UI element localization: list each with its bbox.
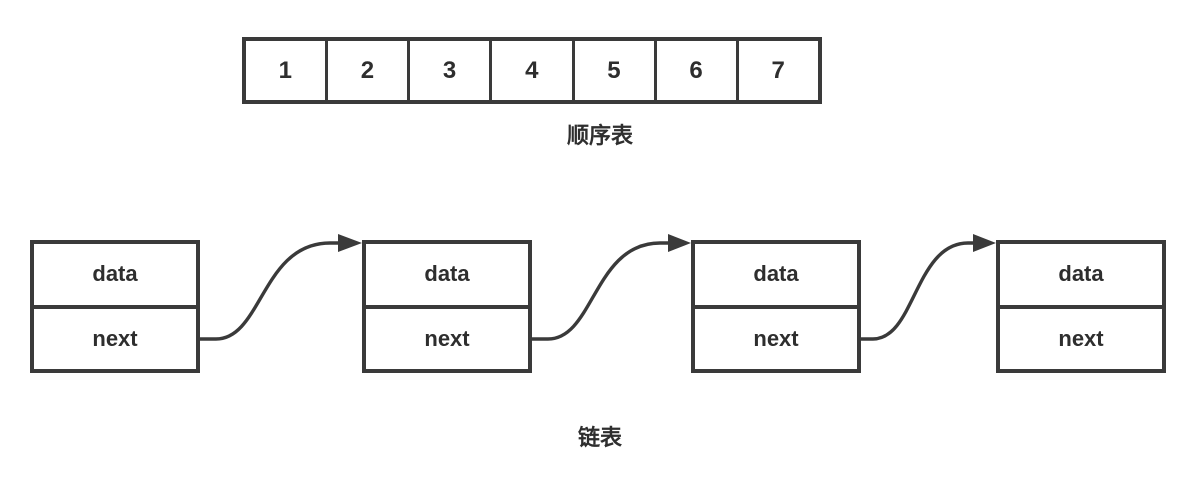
array-cell: 5 [575,41,657,100]
linked-list-node: data next [362,240,532,373]
array-cell: 7 [771,56,786,84]
linked-list-caption: 链表 [577,425,622,450]
sequential-list-figure: 1 2 3 4 5 6 7 [242,37,822,104]
node-next-field: next [424,325,470,351]
array-cell: 4 [492,41,575,100]
node-data-field: data [366,244,528,309]
sequential-list-caption: 顺序表 [566,123,633,148]
linked-list-node: data next [30,240,200,373]
linked-list-node: data next [691,240,861,373]
linked-list-node: data next [996,240,1166,373]
array-cell: 2 [328,41,411,100]
node-data-field: data [1000,244,1162,309]
array-cell: 1 [246,41,329,100]
node-next-field: next [92,325,138,351]
node-next-field: next [753,325,799,351]
node-data-field: data [695,244,857,309]
array-track: 1 2 3 4 5 6 7 [242,37,822,104]
curved-arrow-icon [198,234,362,341]
curved-arrow-icon [859,234,996,341]
array-cell: 6 [657,41,739,100]
array-cell: 3 [410,41,493,100]
curved-arrow-icon [530,234,691,341]
node-next-field: next [1058,325,1104,351]
node-data-field: data [34,244,196,309]
